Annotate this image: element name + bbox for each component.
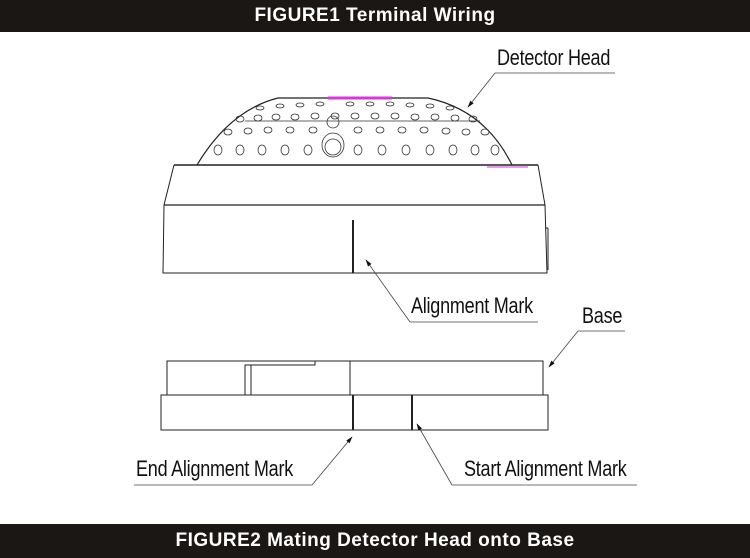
figure2-title-banner: FIGURE2 Mating Detector Head onto Base <box>0 524 750 558</box>
vent-holes <box>213 101 500 158</box>
figure1-title: FIGURE1 Terminal Wiring <box>254 5 496 26</box>
end-alignment-mark-label: End Alignment Mark <box>136 456 294 481</box>
alignment-mark-label: Alignment Mark <box>411 293 533 318</box>
figure2-title: FIGURE2 Mating Detector Head onto Base <box>175 530 575 551</box>
start-alignment-mark-label: Start Alignment Mark <box>464 456 627 481</box>
base-drawing <box>160 360 549 431</box>
detector-head-drawing <box>162 96 549 274</box>
base-label: Base <box>582 303 623 328</box>
leader-lines <box>134 72 637 486</box>
detector-head-label: Detector Head <box>497 45 611 70</box>
figure1-title-banner: FIGURE1 Terminal Wiring <box>0 0 750 32</box>
